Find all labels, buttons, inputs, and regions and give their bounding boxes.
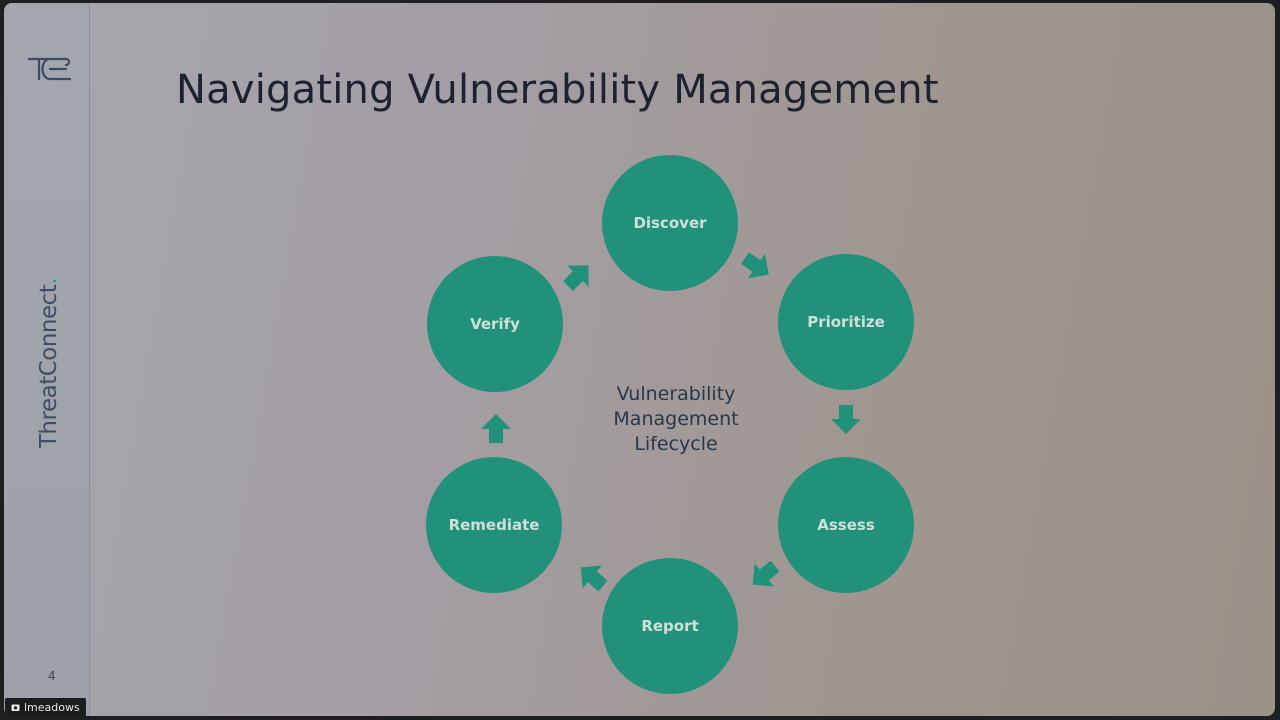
node-prioritize: Prioritize [778,254,914,390]
arrow-assess-to-report [752,560,780,587]
node-report: Report [602,558,738,694]
arrow-report-to-remediate [580,565,608,592]
node-verify: Verify [427,256,563,392]
meeting-video-frame: ThreatConnect. 4 Navigating Vulnerabilit… [4,3,1275,716]
presenter-name-tag: lmeadows [5,698,86,717]
camera-icon [11,704,20,711]
page-number: 4 [48,669,56,683]
arrow-prioritize-to-assess [831,405,861,434]
presenter-name: lmeadows [24,701,80,714]
center-label-line-2: Management [613,408,739,430]
arrow-discover-to-prioritize [740,252,769,279]
arrow-verify-to-discover [563,265,589,291]
center-label-line-3: Lifecycle [634,433,718,455]
node-remediate: Remediate [426,457,562,593]
lifecycle-arrows [481,252,861,592]
node-assess: Assess [778,457,914,593]
center-label-line-1: Vulnerability [616,383,736,405]
arrow-remediate-to-verify [481,414,511,443]
slide-sidebar: ThreatConnect. 4 [4,3,90,716]
slide-title: Navigating Vulnerability Management [176,67,939,113]
threatconnect-logo-icon [27,57,72,81]
lifecycle-center-label: Vulnerability Management Lifecycle [586,382,766,457]
node-discover: Discover [602,155,738,291]
